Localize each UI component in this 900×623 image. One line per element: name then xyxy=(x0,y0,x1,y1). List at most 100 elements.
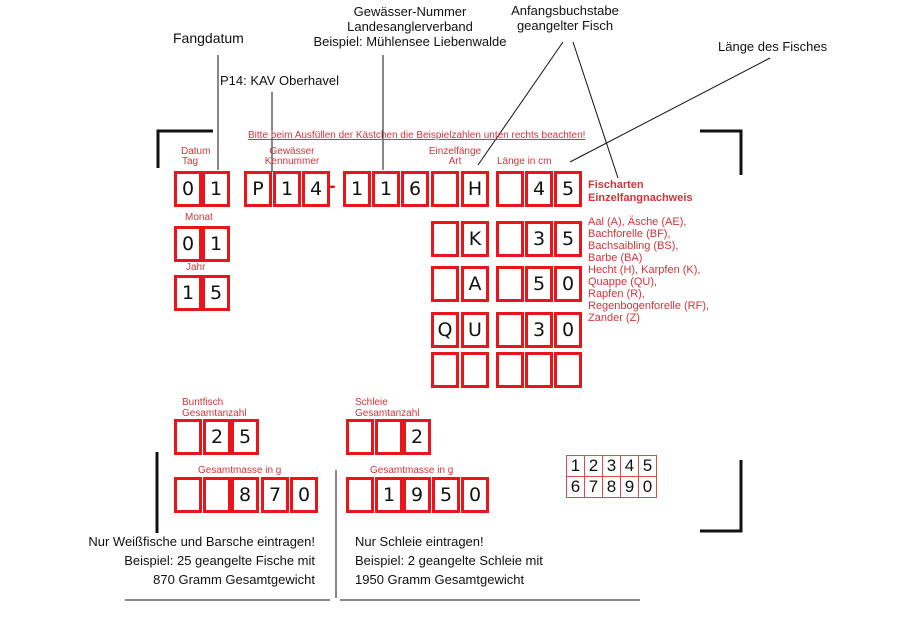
laenge-box[interactable]: 5 xyxy=(525,266,553,302)
note-left: Nur Weißfische und Barsche eintragen! Be… xyxy=(40,532,315,589)
schleie-gesamtmasse-label: Gesamtmasse in g xyxy=(370,465,454,476)
laenge-box[interactable]: 3 xyxy=(525,312,553,348)
laenge-box[interactable] xyxy=(496,266,524,302)
gewaesser-box[interactable]: 1 xyxy=(372,171,400,207)
tag-label: Tag xyxy=(182,156,199,167)
gewaesser-box[interactable]: P xyxy=(244,171,272,207)
digit: 8 xyxy=(602,476,621,498)
species-item: Aal (A), Äsche (AE), xyxy=(588,216,687,228)
art-box[interactable] xyxy=(431,266,459,302)
schleie-masse-box[interactable]: 0 xyxy=(461,477,489,513)
buntfisch-gesamtmasse-label: Gesamtmasse in g xyxy=(198,465,282,476)
digit: 3 xyxy=(602,455,621,477)
text: Nur Schleie eintragen! xyxy=(355,534,484,549)
schleie-masse-box[interactable]: 9 xyxy=(403,477,431,513)
laenge-box[interactable] xyxy=(554,352,582,388)
digit: 2 xyxy=(584,455,603,477)
monat-digit-box[interactable]: 1 xyxy=(202,226,230,262)
text: Anfangsbuchstabe xyxy=(511,3,619,18)
tag-digit-box[interactable]: 1 xyxy=(202,171,230,207)
text: geangelter Fisch xyxy=(516,18,614,33)
jahr-digit-box[interactable]: 5 xyxy=(202,275,230,311)
species-item: Barbe (BA) xyxy=(588,252,643,264)
laenge-box[interactable]: 0 xyxy=(554,266,582,302)
gewaesser-annotation: Gewässer-Nummer Landesanglerverband Beis… xyxy=(280,4,540,49)
schleie-label: Schleie Gesamtanzahl xyxy=(355,397,419,419)
gewaesser-box[interactable]: 1 xyxy=(273,171,301,207)
digit: 6 xyxy=(566,476,585,498)
schleie-masse-box[interactable] xyxy=(346,477,374,513)
text: Nur Weißfische und Barsche eintragen! xyxy=(88,534,315,549)
buntfisch-label: Buntfisch Gesamtanzahl xyxy=(182,397,246,419)
text: Schleie xyxy=(355,397,388,408)
anfangsbuchstabe-annotation: Anfangsbuchstabe geangelter Fisch xyxy=(495,3,635,33)
art-box[interactable]: A xyxy=(461,266,489,302)
laenge-box[interactable] xyxy=(496,221,524,257)
schleie-masse-box[interactable]: 5 xyxy=(432,477,460,513)
schleie-anzahl-box[interactable] xyxy=(375,419,403,455)
note-right: Nur Schleie eintragen! Beispiel: 2 geang… xyxy=(355,532,543,589)
text: Buntfisch xyxy=(182,397,224,408)
laenge-box[interactable]: 0 xyxy=(554,312,582,348)
laenge-box[interactable]: 5 xyxy=(554,221,582,257)
buntfisch-masse-box[interactable]: 0 xyxy=(290,477,318,513)
fischarten-title: Fischarten Einzelfangnachweis xyxy=(588,179,693,205)
instruction-text: Bitte beim Ausfüllen der Kästchen die Be… xyxy=(248,130,586,141)
laenge-box[interactable] xyxy=(496,312,524,348)
species-list: Aal (A), Äsche (AE),Bachforelle (BF),Bac… xyxy=(588,216,709,324)
art-box[interactable]: Q xyxy=(431,312,459,348)
art-box[interactable] xyxy=(431,352,459,388)
gewaesser-box[interactable]: 4 xyxy=(302,171,330,207)
art-box[interactable]: K xyxy=(461,221,489,257)
species-item: Hecht (H), Karpfen (K), xyxy=(588,264,701,276)
species-item: Rapfen (R), xyxy=(588,288,645,300)
text: Beispiel: 25 geangelte Fische mit xyxy=(124,553,315,568)
buntfisch-masse-box[interactable] xyxy=(174,477,202,513)
schleie-anzahl-box[interactable] xyxy=(346,419,374,455)
buntfisch-masse-box[interactable]: 8 xyxy=(231,477,259,513)
datum-label: Datum xyxy=(181,146,211,157)
buntfisch-masse-box[interactable] xyxy=(203,477,231,513)
gewaesser-box[interactable]: 6 xyxy=(401,171,429,207)
art-box[interactable] xyxy=(431,171,459,207)
species-item: Bachforelle (BF), xyxy=(588,228,671,240)
gewaesser-label: Gewässer xyxy=(269,146,315,157)
tag-digit-box[interactable]: 0 xyxy=(174,171,202,207)
laenge-box[interactable] xyxy=(525,352,553,388)
species-item: Regenbogenforelle (RF), xyxy=(588,300,710,312)
laenge-annotation: Länge des Fisches xyxy=(718,39,828,54)
digit: 1 xyxy=(566,455,585,477)
laenge-box[interactable] xyxy=(496,352,524,388)
art-box[interactable] xyxy=(461,352,489,388)
buntfisch-anzahl-box[interactable]: 2 xyxy=(203,419,231,455)
einzelfaenge-label: Einzelfänge xyxy=(428,146,482,157)
laenge-box[interactable] xyxy=(496,171,524,207)
monat-digit-box[interactable]: 0 xyxy=(174,226,202,262)
art-box[interactable]: U xyxy=(461,312,489,348)
digit: 0 xyxy=(638,476,657,498)
art-box[interactable]: H xyxy=(461,171,489,207)
laenge-box[interactable]: 3 xyxy=(525,221,553,257)
buntfisch-masse-box[interactable]: 7 xyxy=(261,477,289,513)
text: Beispiel: 2 geangelte Schleie mit xyxy=(355,553,543,568)
buntfisch-anzahl-box[interactable] xyxy=(174,419,202,455)
digit: 7 xyxy=(584,476,603,498)
buntfisch-anzahl-box[interactable]: 5 xyxy=(231,419,259,455)
text: Beispiel: Mühlensee Liebenwalde xyxy=(313,34,507,49)
schleie-anzahl-box[interactable]: 2 xyxy=(403,419,431,455)
schleie-masse-box[interactable]: 1 xyxy=(375,477,403,513)
gewaesser-box[interactable]: 1 xyxy=(343,171,371,207)
text: Gesamtanzahl xyxy=(182,408,247,419)
text: Fischarten xyxy=(588,179,644,191)
laenge-box[interactable]: 4 xyxy=(525,171,553,207)
art-box[interactable] xyxy=(431,221,459,257)
text: 1950 Gramm Gesamtgewicht xyxy=(355,572,525,587)
digit: 9 xyxy=(620,476,639,498)
jahr-label: Jahr xyxy=(186,262,206,273)
jahr-digit-box[interactable]: 1 xyxy=(174,275,202,311)
species-item: Zander (Z) xyxy=(588,312,640,324)
laenge-box[interactable]: 5 xyxy=(554,171,582,207)
